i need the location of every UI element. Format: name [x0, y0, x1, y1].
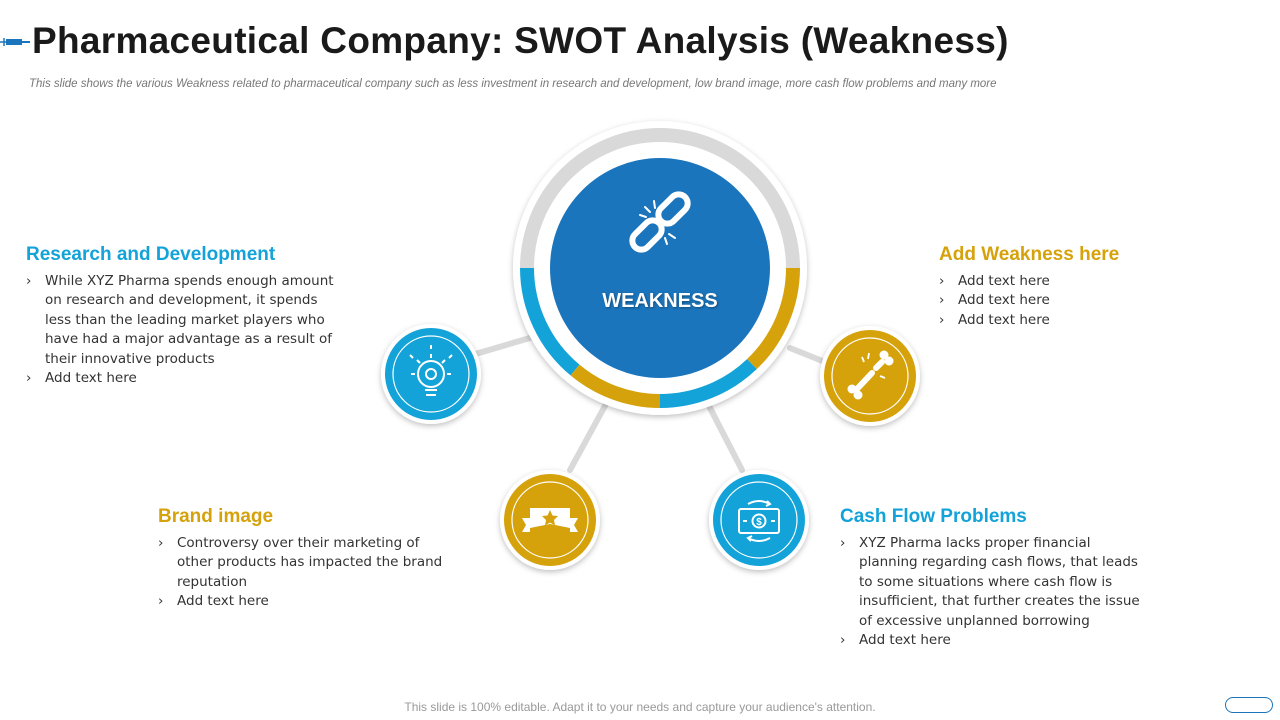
weakness-node [820, 326, 920, 426]
list-item: XYZ Pharma lacks proper financial planni… [840, 534, 1150, 631]
section-add-weakness: Add Weakness here Add text here Add text… [939, 244, 1199, 331]
slide-nav-button[interactable] [1225, 697, 1273, 713]
list-item: Add text here [939, 311, 1199, 331]
cash-list: XYZ Pharma lacks proper financial planni… [840, 534, 1150, 651]
page-subtitle: This slide shows the various Weakness re… [29, 78, 997, 90]
list-item: Add text here [26, 369, 346, 389]
center-circle [513, 121, 807, 415]
syringe-icon [0, 38, 30, 46]
lightbulb-gear-icon [409, 345, 453, 396]
brand-list: Controversy over their marketing of othe… [158, 534, 458, 612]
research-list: While XYZ Pharma spends enough amount on… [26, 272, 346, 389]
list-item: While XYZ Pharma spends enough amount on… [26, 272, 346, 369]
center-label: WEAKNESS [602, 290, 718, 312]
list-item: Add text here [158, 592, 458, 612]
footer-note: This slide is 100% editable. Adapt it to… [404, 700, 876, 714]
research-heading: Research and Development [26, 244, 276, 265]
research-node [381, 324, 481, 424]
brand-node [500, 470, 600, 570]
list-item: Add text here [939, 272, 1199, 292]
section-research: Research and Development While XYZ Pharm… [26, 244, 346, 389]
section-cash-flow: Cash Flow Problems XYZ Pharma lacks prop… [840, 506, 1150, 651]
weakness-list: Add text here Add text here Add text her… [939, 272, 1199, 331]
cash-node: $ [709, 470, 809, 570]
money-cycle-icon [738, 500, 780, 542]
brand-heading: Brand image [158, 506, 274, 527]
broken-chain-icon [629, 191, 691, 253]
star-banner-icon [522, 508, 578, 532]
svg-text:$: $ [756, 517, 762, 528]
weakness-heading: Add Weakness here [939, 244, 1120, 265]
page-title: Pharmaceutical Company: SWOT Analysis (W… [32, 20, 1009, 61]
cash-heading: Cash Flow Problems [840, 506, 1027, 527]
broken-bone-icon [847, 350, 894, 400]
list-item: Add text here [840, 631, 1150, 651]
section-brand: Brand image Controversy over their marke… [158, 506, 458, 612]
list-item: Controversy over their marketing of othe… [158, 534, 458, 592]
list-item: Add text here [939, 291, 1199, 311]
